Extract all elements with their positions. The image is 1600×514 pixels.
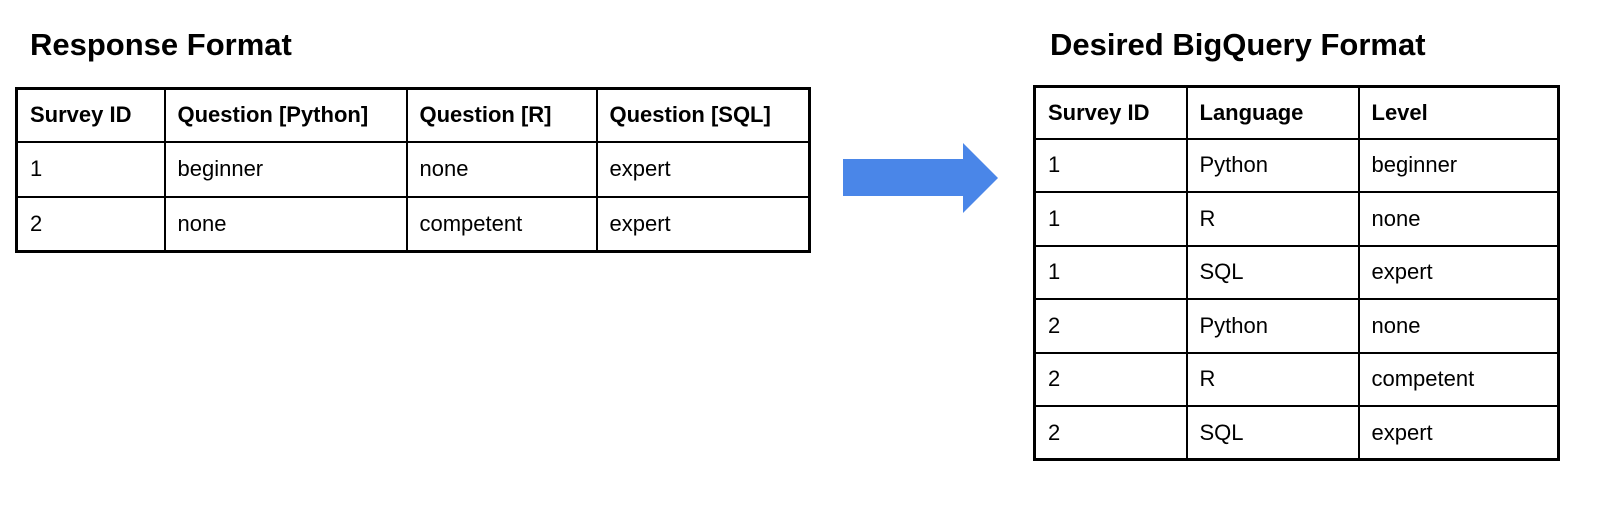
response-format-title: Response Format: [30, 27, 292, 62]
column-header: Survey ID: [1033, 85, 1188, 140]
table-cell: beginner: [1357, 137, 1560, 193]
right-arrow-icon: [843, 143, 998, 213]
table-cell: 2: [1033, 298, 1188, 354]
table-cell: R: [1185, 351, 1360, 407]
header-row: Survey ID Question [Python] Question [R]…: [15, 87, 811, 143]
table-cell: competent: [1357, 351, 1560, 407]
table-cell: Python: [1185, 137, 1360, 193]
column-header: Level: [1357, 85, 1560, 140]
column-header: Question [R]: [405, 87, 598, 143]
table-cell: 2: [15, 195, 166, 253]
table-cell: 1: [1033, 137, 1188, 193]
table-cell: none: [1357, 191, 1560, 247]
table-row: 1 R none: [1033, 191, 1560, 247]
table-cell: 1: [1033, 191, 1188, 247]
table-row: 2 R competent: [1033, 351, 1560, 407]
table-cell: SQL: [1185, 244, 1360, 300]
table-cell: none: [1357, 298, 1560, 354]
table-row: 1 beginner none expert: [15, 140, 811, 198]
right-arrow-shape: [843, 143, 998, 213]
table-cell: expert: [595, 195, 811, 253]
response-format-table: Survey ID Question [Python] Question [R]…: [15, 87, 811, 253]
bigquery-format-title: Desired BigQuery Format: [1050, 27, 1426, 62]
column-header: Language: [1185, 85, 1360, 140]
table-cell: 1: [15, 140, 166, 198]
table-cell: expert: [1357, 244, 1560, 300]
table-row: 2 Python none: [1033, 298, 1560, 354]
bigquery-format-table: Survey ID Language Level 1 Python beginn…: [1033, 85, 1560, 461]
table-cell: 2: [1033, 351, 1188, 407]
header-row: Survey ID Language Level: [1033, 85, 1560, 140]
table-row: 1 Python beginner: [1033, 137, 1560, 193]
table-cell: R: [1185, 191, 1360, 247]
table-row: 1 SQL expert: [1033, 244, 1560, 300]
table-cell: 2: [1033, 405, 1188, 461]
table-cell: expert: [595, 140, 811, 198]
column-header: Survey ID: [15, 87, 166, 143]
table-cell: 1: [1033, 244, 1188, 300]
table-row: 2 none competent expert: [15, 195, 811, 253]
table-row: 2 SQL expert: [1033, 405, 1560, 461]
table-cell: beginner: [163, 140, 408, 198]
table-cell: none: [163, 195, 408, 253]
table-cell: none: [405, 140, 598, 198]
table-cell: competent: [405, 195, 598, 253]
column-header: Question [SQL]: [595, 87, 811, 143]
table-cell: SQL: [1185, 405, 1360, 461]
table-cell: expert: [1357, 405, 1560, 461]
table-cell: Python: [1185, 298, 1360, 354]
column-header: Question [Python]: [163, 87, 408, 143]
